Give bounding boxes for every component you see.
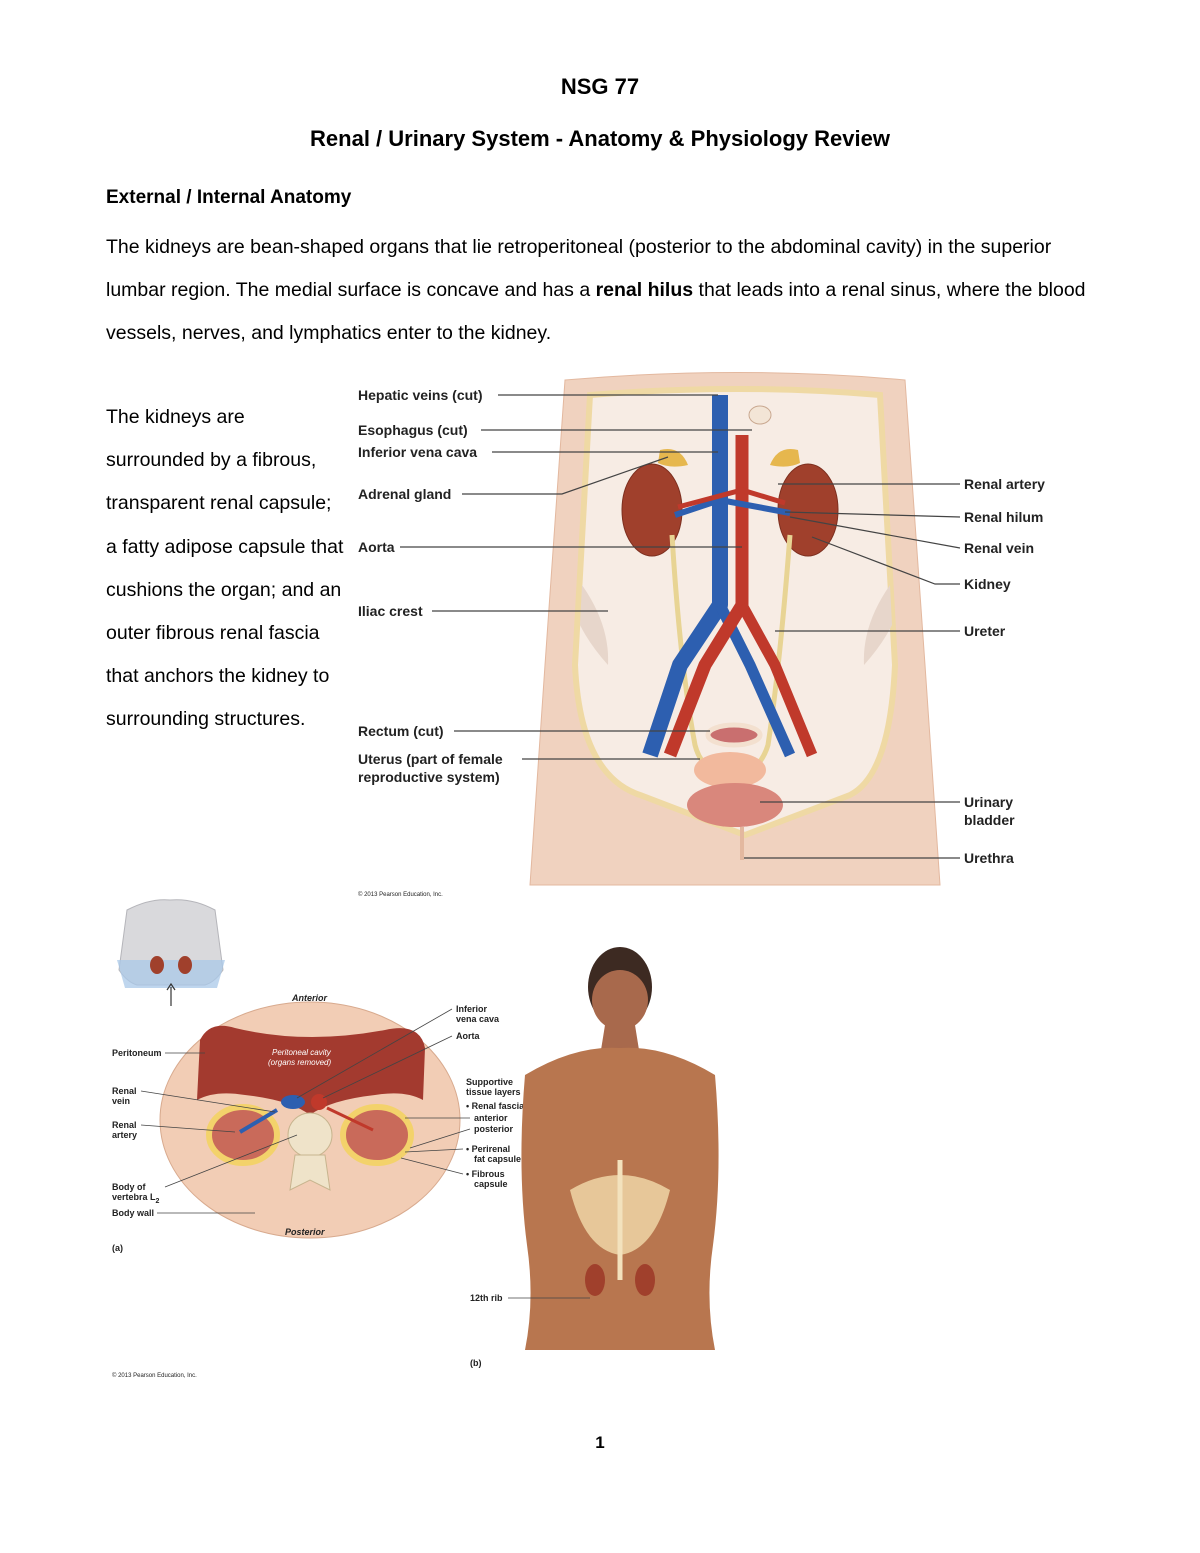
panel-b-label: (b) (470, 1358, 482, 1368)
label-12th-rib: 12th rib (470, 1293, 503, 1303)
figure2-copyright: © 2013 Pearson Education, Inc. (112, 1372, 197, 1379)
peritoneal-cavity (197, 1025, 425, 1115)
label-body-wall: Body wall (112, 1208, 154, 1218)
kidney-position-figure: Anterior Peritoneal cavity (organs remov… (112, 899, 719, 1379)
vertebra-body (287, 1112, 333, 1158)
left-adrenal-gland (658, 449, 688, 467)
label-renal-vein-2: vein (112, 1096, 130, 1106)
renal-hilus-term: renal hilus (595, 279, 694, 301)
vertebra-text: vertebra L (112, 1192, 156, 1202)
label-perirenal-1: • Perirenal (466, 1144, 510, 1154)
vertebra-subscript: 2 (156, 1198, 160, 1205)
section-heading: External / Internal Anatomy (106, 187, 352, 208)
label-inferior-1: Inferior (456, 1004, 488, 1014)
label-fibrous-1: • Fibrous (466, 1169, 505, 1179)
page-title: Renal / Urinary System - Anatomy & Physi… (310, 126, 890, 151)
label-urinary: Urinary (964, 794, 1013, 810)
label-renal-artery: Renal artery (964, 476, 1045, 492)
label-inferior-vena-cava: Inferior vena cava (358, 444, 477, 460)
course-code: NSG 77 (560, 74, 640, 99)
label-fibrous-2: capsule (474, 1179, 508, 1189)
cavity-label-2: (organs removed) (268, 1058, 331, 1067)
label-ureter: Ureter (964, 623, 1006, 639)
label-aorta: Aorta (358, 539, 395, 555)
posterior-label: Posterior (285, 1227, 325, 1237)
ivc-section (281, 1095, 305, 1109)
capsule-paragraph: The kidneys are surrounded by a fibrous,… (106, 406, 344, 731)
figure1-copyright: © 2013 Pearson Education, Inc. (358, 891, 443, 898)
label-body-of: Body of (112, 1182, 146, 1192)
label-renal-hilum: Renal hilum (964, 509, 1043, 525)
urinary-system-figure: Hepatic veins (cut) Esophagus (cut) Infe… (358, 372, 1045, 898)
label-adrenal-gland: Adrenal gland (358, 486, 451, 502)
label-fascia-posterior: posterior (474, 1124, 514, 1134)
label-inferior-2: vena cava (456, 1014, 500, 1024)
label-reproductive-system: reproductive system) (358, 769, 500, 785)
cavity-label-1: Peritoneal cavity (272, 1048, 332, 1057)
label-renal-artery-1: Renal (112, 1120, 137, 1130)
label-rectum: Rectum (cut) (358, 723, 444, 739)
intro-text-part1: The kidneys are bean-shaped organs that … (106, 236, 1052, 301)
label-urethra: Urethra (964, 850, 1014, 866)
label-uterus: Uterus (part of female (358, 751, 503, 767)
right-kidney-section (340, 1104, 414, 1166)
aorta-section (311, 1094, 327, 1110)
label-renal-artery-2: artery (112, 1130, 137, 1140)
label-renal-vein-1: Renal (112, 1086, 137, 1096)
right-adrenal-gland (770, 449, 800, 467)
anterior-label: Anterior (291, 993, 328, 1003)
label-esophagus: Esophagus (cut) (358, 422, 468, 438)
back-left-kidney (585, 1264, 605, 1296)
label-renal-vein: Renal vein (964, 540, 1034, 556)
label-fascia-anterior: anterior (474, 1113, 508, 1123)
label-supportive-2: tissue layers (466, 1087, 521, 1097)
label-supportive-1: Supportive (466, 1077, 513, 1087)
label-peritoneum: Peritoneum (112, 1048, 162, 1058)
urinary-bladder (687, 783, 783, 827)
intro-text-part2: that leads into a renal sinus, where the… (106, 279, 1086, 344)
label-renal-fascia: • Renal fascia (466, 1101, 525, 1111)
rectum (705, 722, 763, 748)
label-bladder: bladder (964, 812, 1015, 828)
uterus (694, 752, 766, 788)
label-aorta-2: Aorta (456, 1031, 480, 1041)
label-perirenal-2: fat capsule (474, 1154, 521, 1164)
label-hepatic-veins: Hepatic veins (cut) (358, 387, 482, 403)
aorta (663, 435, 749, 758)
page-number: 1 (595, 1433, 605, 1452)
label-kidney: Kidney (964, 576, 1011, 592)
label-vertebra: vertebra L2 (112, 1192, 160, 1205)
label-iliac-crest: Iliac crest (358, 603, 423, 619)
intro-paragraph: The kidneys are bean-shaped organs that … (106, 226, 1096, 355)
panel-a-label: (a) (112, 1243, 123, 1253)
back-right-kidney (635, 1264, 655, 1296)
